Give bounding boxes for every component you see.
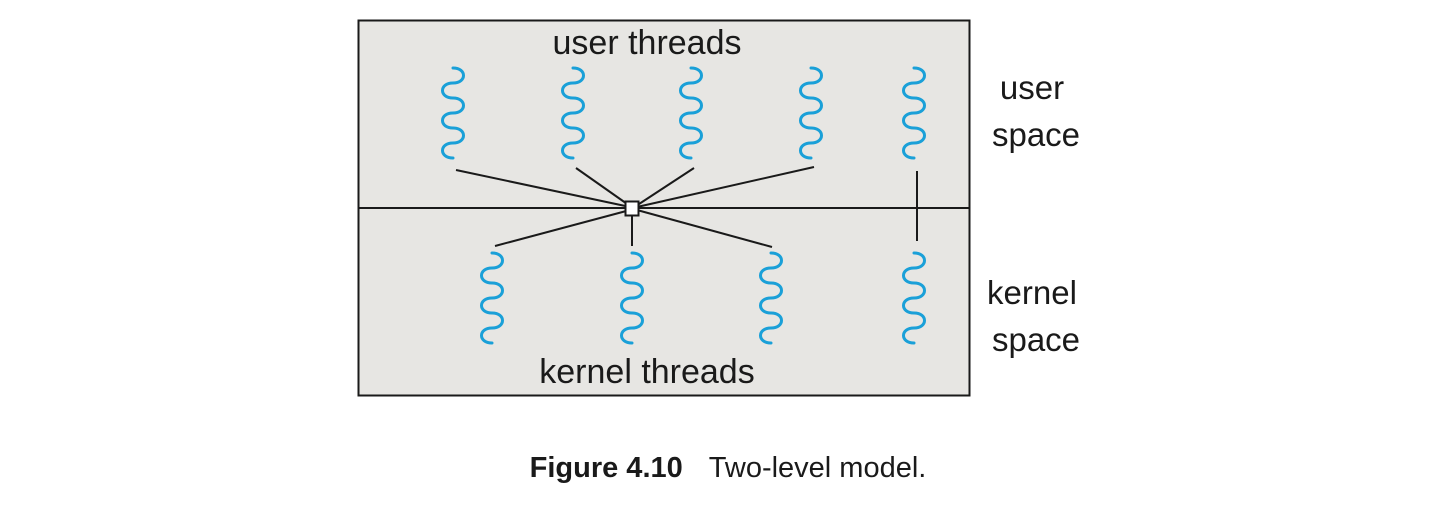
figure-title: Two-level model. (708, 452, 927, 484)
connector-user-2 (575, 167, 631, 207)
user-space-label-line2: space (992, 116, 1080, 153)
connectors (455, 166, 918, 248)
user-space-label-line1: user (1000, 69, 1064, 106)
figure-number: Figure 4.10 (529, 452, 683, 484)
kernel-threads-label: kernel threads (539, 353, 754, 391)
lwp-multiplexer-node (624, 200, 640, 217)
kernel-space-label-line2: space (992, 321, 1080, 358)
connector-user-1 (455, 169, 631, 208)
connector-kernel-3 (636, 209, 773, 248)
kernel-space-label-line1: kernel (987, 274, 1077, 311)
connector-user-3 (635, 167, 695, 207)
connector-kernel-1 (494, 209, 631, 247)
connector-user-4 (636, 166, 815, 208)
user-threads-label: user threads (553, 24, 742, 62)
figure-caption: Figure 4.10 Two-level model. (0, 452, 1456, 485)
two-level-model-diagram: user threads kernel threads user space k… (357, 19, 1080, 397)
